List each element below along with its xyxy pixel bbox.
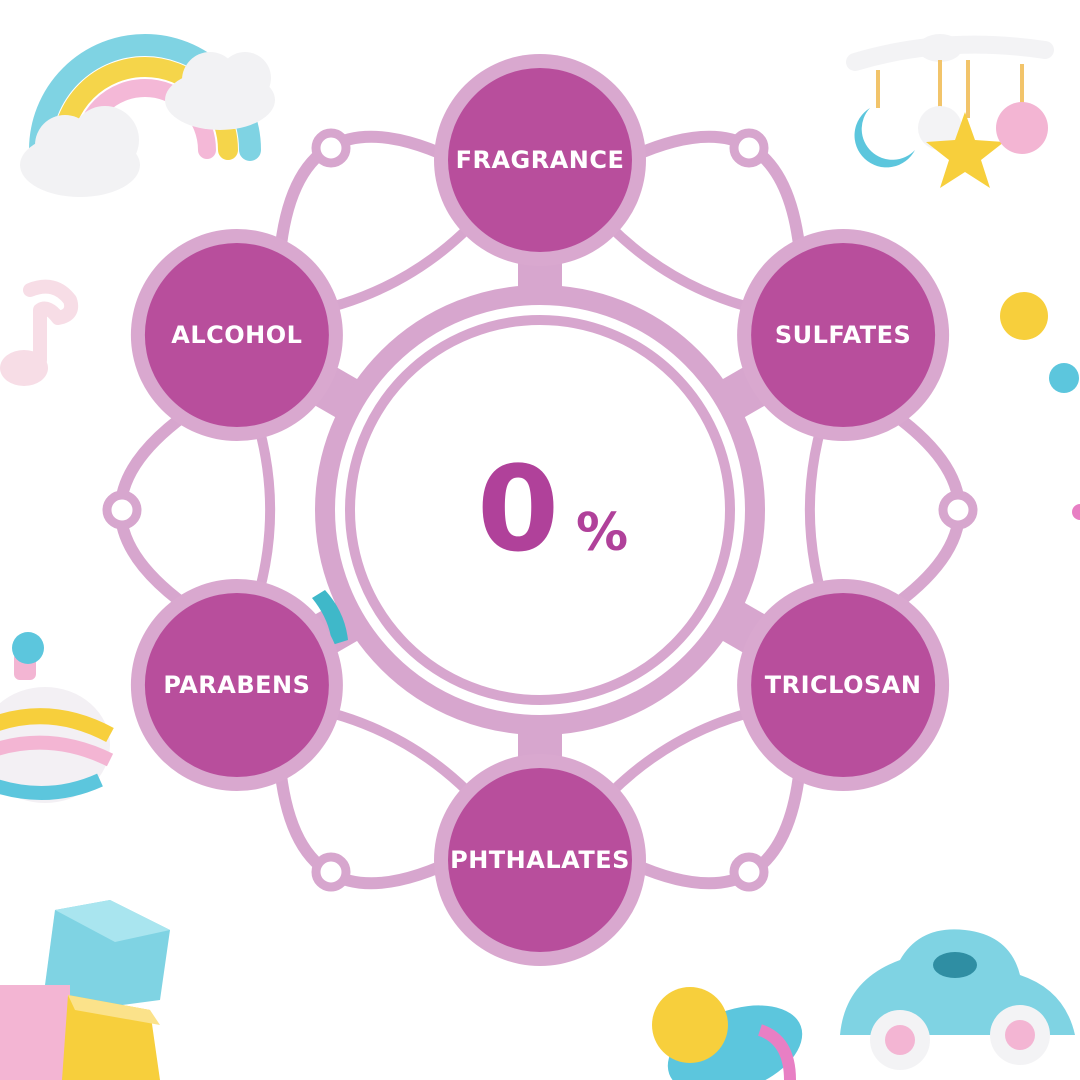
ingredient-label: PARABENS <box>163 671 310 699</box>
node-circle <box>144 593 329 777</box>
node-circle <box>448 768 632 952</box>
ingredient-node-triclosan: TRICLOSAN <box>737 579 950 791</box>
node-circle <box>144 243 329 427</box>
ingredient-node-alcohol: ALCOHOL <box>130 229 343 441</box>
rainbow-icon <box>20 34 275 197</box>
node-circle <box>751 593 936 777</box>
center-circle <box>345 315 735 705</box>
ingredient-nodes: FRAGRANCE SULFATES TRICLOSAN PHTHALATES PARA… <box>130 54 950 966</box>
pacifier-icon <box>652 987 803 1080</box>
center-outer-ring <box>315 285 765 735</box>
ingredient-wheel: FRAGRANCE SULFATES TRICLOSAN PHTHALATES PARA… <box>102 54 978 966</box>
toy-blocks-icon <box>0 900 170 1080</box>
node-circle <box>448 68 632 252</box>
spinning-top-icon <box>0 632 114 803</box>
connector-knob <box>311 852 351 892</box>
teal-accent <box>312 590 348 645</box>
ingredient-label: FRAGRANCE <box>456 146 625 174</box>
connector-knob <box>102 490 142 530</box>
baby-mobile-icon <box>846 34 1054 188</box>
ingredient-node-fragrance: FRAGRANCE <box>434 54 646 266</box>
node-circle <box>751 243 936 427</box>
music-note-icon <box>0 279 79 386</box>
center-unit: % <box>576 503 628 563</box>
ingredient-label: PHTHALATES <box>450 846 630 874</box>
connector-knob <box>311 128 351 168</box>
ball-icon <box>1000 292 1080 520</box>
toy-car-icon <box>840 929 1075 1070</box>
ingredient-label: ALCOHOL <box>171 321 302 349</box>
connector-knob <box>729 852 769 892</box>
ingredient-label: SULFATES <box>775 321 911 349</box>
connector-knob <box>729 128 769 168</box>
ingredient-node-sulfates: SULFATES <box>737 229 950 441</box>
ingredient-label: TRICLOSAN <box>765 671 922 699</box>
ingredient-node-parabens: PARABENS <box>130 579 343 791</box>
ingredient-node-phthalates: PHTHALATES <box>434 754 646 966</box>
center-value: 0 <box>477 440 559 578</box>
connector-knob <box>938 490 978 530</box>
